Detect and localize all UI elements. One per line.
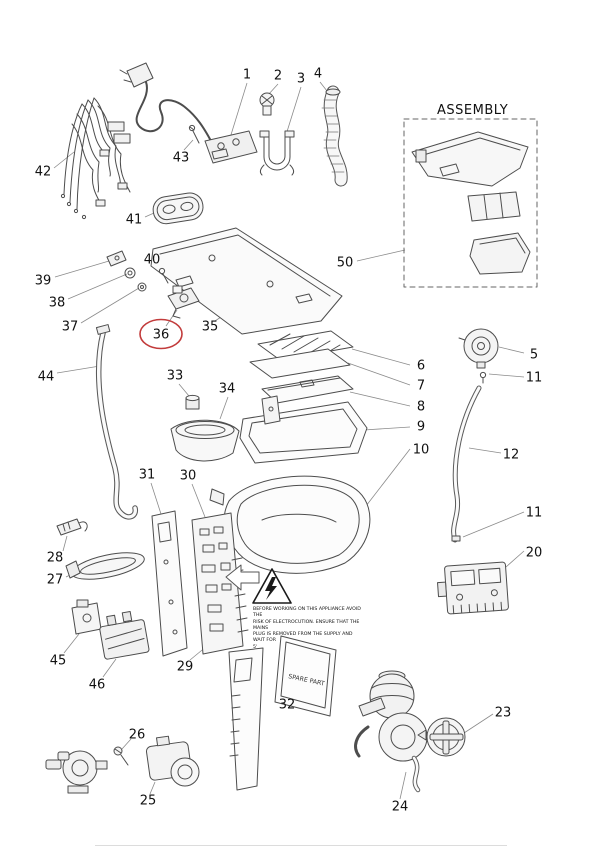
part-bowl-34 [170,419,240,462]
pointer-arrow-icon [225,564,260,591]
part-cover-strip [228,647,264,791]
part-sensor-28 [56,518,88,536]
part-wiring-harness-42 [60,97,131,220]
part-heating-element-27 [65,552,145,580]
part-grommet-37 [137,282,147,292]
part-hose-guide-3 [259,130,295,176]
part-knob-5 [458,328,499,369]
part-spare-cover-32 [274,635,337,717]
part-interlock-45 [71,599,102,635]
part-drain-pump-24 [354,670,428,793]
part-thermostat-2 [259,92,275,116]
warning-triangle-icon [252,568,292,604]
part-gasket-plate-41 [152,192,204,225]
part-control-module-20 [437,561,509,615]
part-tray-9 [239,395,368,464]
assembly-box-group [403,118,538,288]
part-switch-36 [167,285,200,319]
part-bolt-40 [158,267,169,284]
part-screw-11-upper [479,371,487,384]
part-terminal-block-1 [204,130,258,164]
highlight-circle-36 [139,318,183,350]
part-screw-26 [113,746,129,766]
part-dispenser-housing-10 [209,475,371,574]
part-screw-43 [188,124,200,144]
part-sheet-7 [249,348,351,379]
part-filter-cap-23 [417,717,466,757]
part-cap-33 [185,394,200,410]
part-power-cord-plug [119,62,212,142]
part-bracket-39 [106,250,127,267]
part-clip-11-lower [451,535,461,542]
part-washer-38 [124,267,136,279]
part-top-panel-35 [150,227,343,335]
part-mounting-strip-31 [151,510,188,657]
part-hose-12 [451,385,482,543]
part-pump-motor-25 [45,735,200,794]
part-drain-hose-4 [321,85,348,187]
part-capacitor-46 [99,611,150,660]
part-inlet-hose-44 [95,324,139,520]
